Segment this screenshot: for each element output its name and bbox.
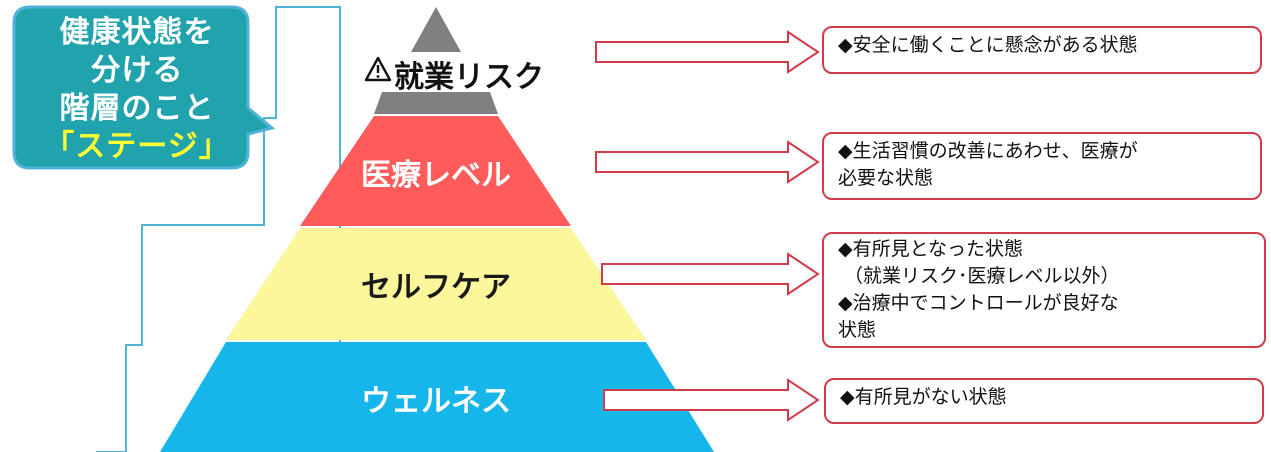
description-line: ◆安全に働くことに懸念がある状態 [838, 34, 1138, 56]
description-box-medical: ◆生活習慣の改善にあわせ、医療が 必要な状態 [822, 132, 1262, 200]
warning-triangle-icon [364, 56, 392, 82]
pyramid-tier-medical [300, 116, 571, 226]
description-box-selfcare: ◆有所見となった状態 （就業リスク･医療レベル以外） ◆治療中でコントロールが良… [822, 232, 1266, 348]
description-line: ◆有所見となった状態 [838, 238, 1024, 260]
description-line: ◆生活習慣の改善にあわせ、医療が [838, 140, 1138, 162]
description-box-wellness: ◆有所見がない状態 [824, 378, 1264, 424]
description-line: ◆有所見がない状態 [840, 386, 1007, 408]
pyramid-tier-risk-bottom [374, 92, 498, 114]
staircase-line [96, 6, 341, 452]
callout-stage-label: 「ステージ」 [44, 129, 230, 164]
pyramid-tier-selfcare [226, 228, 646, 340]
arrow-wellness [603, 378, 820, 422]
tier-label-selfcare: セルフケア [361, 270, 511, 305]
callout-line-1: 健康状態を [59, 15, 215, 50]
arrow-medical [595, 140, 820, 184]
callout-text: 健康状態を 分ける 階層のこと 「ステージ」 [18, 14, 256, 166]
callout-line-2: 分ける [90, 53, 184, 88]
callout-bubble [12, 5, 276, 170]
arrow-selfcare [601, 252, 820, 296]
description-box-risk: ◆安全に働くことに懸念がある状態 [822, 26, 1262, 74]
tier-label-wellness: ウェルネス [361, 384, 511, 419]
tier-label-medical: 医療レベル [361, 158, 511, 193]
callout-line-3: 階層のこと [59, 91, 215, 126]
arrow-risk [595, 30, 820, 74]
pyramid-tier-wellness [160, 342, 714, 452]
description-line: ◆治療中でコントロールが良好な [838, 292, 1119, 314]
description-line: （就業リスク･医療レベル以外） [844, 265, 1120, 287]
pyramid-tier-risk-top [411, 7, 461, 52]
description-line: 状態 [838, 319, 877, 341]
description-line: 必要な状態 [838, 167, 934, 189]
tier-label-risk: 就業リスク [394, 60, 544, 95]
